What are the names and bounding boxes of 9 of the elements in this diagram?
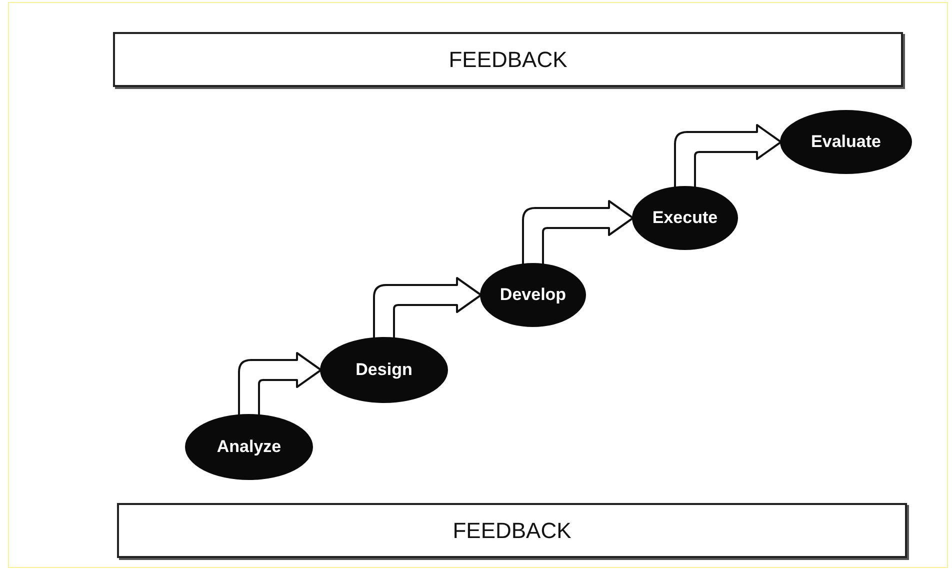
step-label: Evaluate <box>811 131 881 154</box>
step-label: Execute <box>652 207 718 230</box>
step-label: Develop <box>500 284 566 306</box>
step-label: Design <box>356 359 412 382</box>
feedback-band <box>113 32 903 87</box>
feedback-band <box>117 503 907 558</box>
band-label: FEEDBACK <box>452 517 572 545</box>
band-label: FEEDBACK <box>448 46 568 74</box>
step-label: Analyze <box>216 436 282 458</box>
